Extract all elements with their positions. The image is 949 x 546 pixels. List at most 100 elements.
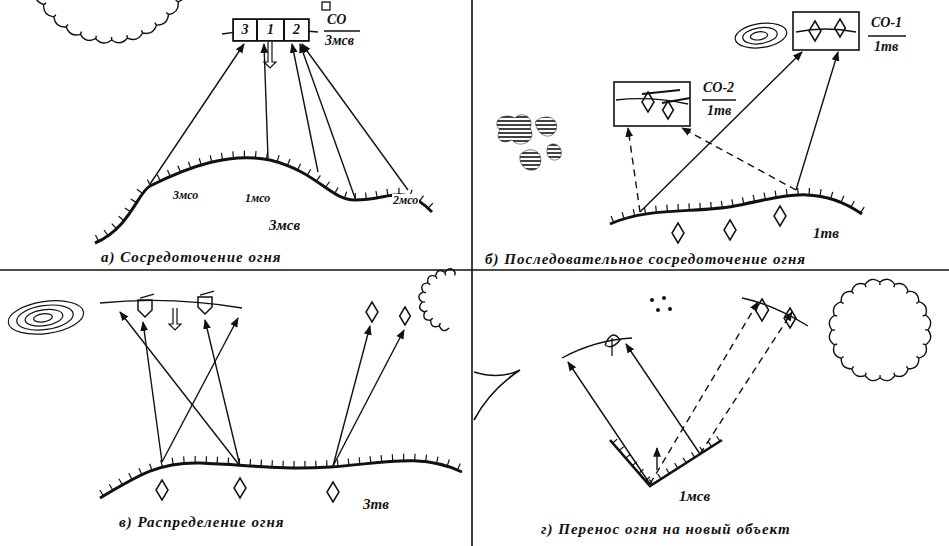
position-tick <box>633 209 634 216</box>
position-line <box>610 440 722 486</box>
unit-label: 3мсо <box>172 189 199 202</box>
fire-line-old <box>700 312 792 454</box>
unit-label: 1тв <box>706 103 732 118</box>
position-tick <box>365 192 367 199</box>
height-contour <box>6 296 86 338</box>
position-tick <box>100 490 104 496</box>
position-tick <box>860 207 864 213</box>
position-tick <box>129 473 132 479</box>
position-tick <box>841 196 844 202</box>
unit-label: 1тв <box>873 39 899 54</box>
tank-symbol <box>642 92 654 112</box>
fire-arrow <box>169 308 181 330</box>
fraction-line <box>868 35 906 36</box>
position-tick <box>255 151 257 158</box>
position-tick <box>710 202 712 209</box>
position-tick <box>611 216 614 222</box>
height-contour <box>750 31 768 41</box>
position-tick <box>619 447 624 451</box>
fire-line <box>143 322 162 462</box>
position-tick <box>188 162 190 169</box>
unit-label: 2мсо <box>392 194 419 207</box>
position-tick <box>104 230 108 236</box>
position-tick <box>326 460 328 467</box>
tank-symbol <box>663 101 674 119</box>
position-tick <box>210 155 212 162</box>
map-mark <box>322 2 330 10</box>
height-contour <box>742 25 779 46</box>
position-tick <box>131 199 137 203</box>
panel-caption: в) Распределение огня <box>118 514 286 531</box>
tank-symbol <box>784 308 796 328</box>
panel-caption: г) Перенос огня на новый объект <box>540 521 792 538</box>
tank-symbol <box>366 302 378 322</box>
height-contour <box>734 20 789 51</box>
fire-line <box>300 44 355 198</box>
panel-divider <box>471 0 473 546</box>
position-tick <box>119 479 122 485</box>
target-cell: 1 <box>257 19 284 41</box>
position-line <box>100 461 462 498</box>
position-tick <box>183 456 185 463</box>
unit-label: 3мсв <box>268 217 301 234</box>
position-tick <box>369 456 371 463</box>
tank-symbol <box>400 307 411 325</box>
tank-symbol <box>327 482 339 502</box>
position-tick <box>150 464 152 471</box>
position-tick <box>139 468 142 474</box>
terrain-spot <box>535 117 557 136</box>
position-tick <box>381 455 383 462</box>
fire-line <box>796 52 838 190</box>
position-tick <box>167 170 170 176</box>
tank-symbol <box>755 299 768 321</box>
position-tick <box>112 224 117 229</box>
position-tick <box>851 201 854 207</box>
tank-symbol <box>724 220 736 240</box>
position-tick <box>271 460 273 467</box>
fire-line <box>205 320 240 466</box>
map-dot <box>662 296 666 300</box>
fire-line <box>656 448 657 470</box>
position-tick <box>260 460 262 467</box>
position-tick <box>315 461 316 468</box>
fire-line <box>302 44 408 190</box>
position-tick <box>337 459 339 466</box>
position-tick <box>419 196 423 202</box>
fire-line <box>626 344 700 454</box>
fire-line-old <box>650 302 758 484</box>
target-cell: 2 <box>284 19 309 41</box>
tank-symbol <box>234 478 246 498</box>
trench-line <box>796 29 856 32</box>
position-tick <box>359 457 361 464</box>
position-tick <box>244 151 245 158</box>
unit-label: 3тв <box>362 496 390 513</box>
position-tick <box>277 155 279 162</box>
position-tick <box>387 189 388 196</box>
position-tick <box>217 457 219 464</box>
target-box <box>233 19 309 41</box>
unit-label: 1мсо <box>244 192 271 205</box>
tank-symbol <box>156 480 168 500</box>
fire-order-label: СО <box>326 12 347 27</box>
fire-line-next <box>628 128 640 212</box>
position-tick <box>622 212 624 219</box>
position-tick <box>666 205 668 212</box>
position-tick <box>376 191 377 198</box>
position-tick <box>293 461 294 468</box>
position-tick <box>414 454 416 461</box>
position-tick <box>392 454 394 461</box>
map-dot <box>656 308 660 312</box>
position-tick <box>345 192 347 199</box>
target-stem <box>611 338 612 356</box>
fire-line <box>568 362 650 484</box>
position-tick <box>147 180 150 186</box>
position-tick <box>316 175 320 181</box>
terrain-spot <box>547 144 561 160</box>
unit-label: 3мсв <box>324 33 355 48</box>
map-dot <box>650 298 654 302</box>
position-tick <box>157 175 160 181</box>
position-tick <box>691 452 694 457</box>
position-tick <box>109 484 113 490</box>
target-stem <box>200 291 214 295</box>
